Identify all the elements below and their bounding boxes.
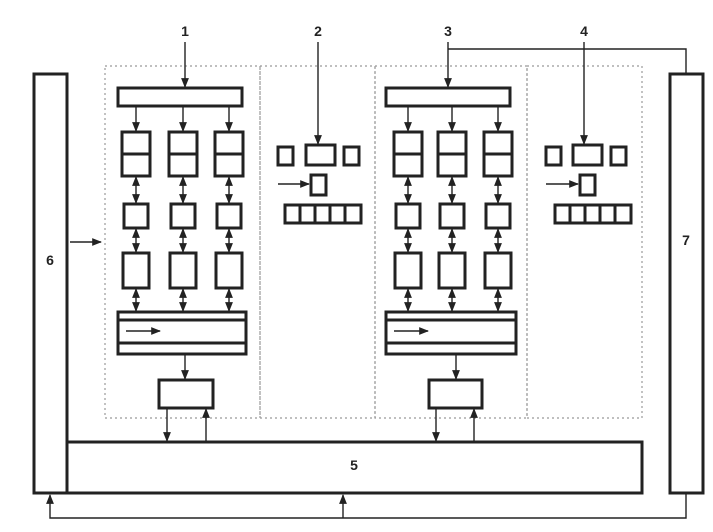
label-2: 2 [314,23,322,39]
module-1-column-3 [213,130,245,290]
label-6: 6 [46,252,54,268]
label-5: 5 [350,457,358,473]
label-3: 3 [444,23,452,39]
module-3-column-3 [482,130,514,290]
module-1-register-stack [116,310,248,356]
block-6 [32,72,69,495]
module-1-column-1 [120,130,152,290]
module-4-cell-row [553,203,633,225]
module-region-1 [104,65,261,419]
module-region-4 [526,65,643,419]
module-3-column-2 [436,130,468,290]
connectors [46,42,687,519]
block-7 [668,72,705,495]
module-3 [384,86,518,410]
labels: 1 2 3 4 5 6 7 [46,23,690,473]
module-region-3 [374,65,528,419]
module-3-register-stack [384,310,518,356]
module-1-output-block [157,378,215,410]
module-regions [104,65,643,419]
module-3-top-bar [384,86,512,108]
block-5 [65,440,644,495]
module-2 [276,143,363,225]
label-1: 1 [181,23,189,39]
module-1-top-bar [116,86,244,108]
module-3-output-block [427,378,484,410]
module-2-cell-row [283,203,363,225]
module-4 [544,143,633,225]
label-7: 7 [682,232,690,248]
module-1-column-2 [167,130,199,290]
module-3-column-1 [392,130,424,290]
label-4: 4 [580,23,588,39]
module-1 [116,86,248,410]
